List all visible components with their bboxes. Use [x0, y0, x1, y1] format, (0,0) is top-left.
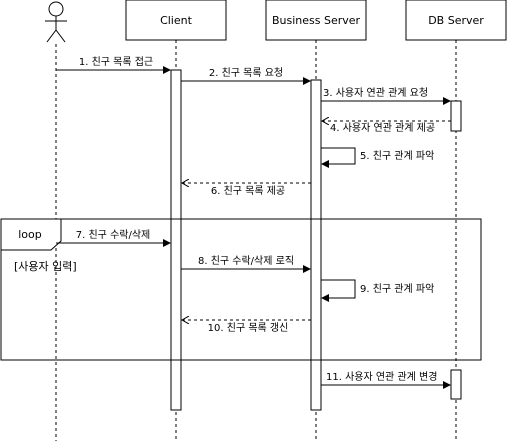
participant-label-client: Client	[160, 14, 193, 27]
participant-client: Client	[125, 0, 227, 41]
loop-keyword: loop	[18, 228, 42, 241]
message-7-label: 7. 친구 수락/삭제	[76, 229, 150, 241]
message-4-label: 4. 사용자 연관 관계 제공	[330, 122, 435, 134]
activation-db-server-2	[450, 369, 462, 400]
activation-db-server-1	[450, 100, 462, 132]
participant-box-business-server	[265, 0, 367, 41]
message-2-label: 2. 친구 목록 요청	[209, 67, 283, 79]
message-10-label: 10. 친구 목록 갱신	[208, 322, 289, 334]
loop-frame	[0, 218, 482, 361]
activation-client	[170, 69, 182, 411]
message-11-label: 11. 사용자 연관 관계 변경	[326, 370, 437, 383]
message-5-arrow	[321, 147, 356, 168]
participant-db-server: DB Server	[405, 0, 507, 41]
participant-business-server: Business Server	[265, 0, 367, 41]
actor	[45, 1, 67, 43]
participant-label-db-server: DB Server	[428, 14, 484, 27]
actor-left-leg	[46, 29, 57, 43]
loop-condition: [사용자 입력]	[14, 260, 77, 273]
actor-head	[48, 1, 64, 17]
message-1-label: 1. 친구 목록 접근	[79, 56, 153, 68]
participant-label-business-server: Business Server	[272, 14, 361, 27]
message-5-label: 5. 친구 관계 파악	[360, 150, 434, 162]
actor-right-leg	[55, 29, 66, 43]
message-9-arrow	[321, 279, 356, 302]
participant-box-client	[125, 0, 227, 41]
message-6-label: 6. 친구 목록 제공	[211, 185, 285, 197]
message-8-label: 8. 친구 수락/삭제 로직	[198, 255, 294, 267]
message-9-label: 9. 친구 관계 파악	[360, 283, 434, 295]
message-3-label: 3. 사용자 연관 관계 요청	[323, 87, 428, 99]
activation-business-server	[310, 79, 322, 411]
loop-tab	[0, 218, 62, 251]
loop-fragment: loop [사용자 입력]	[0, 218, 482, 361]
